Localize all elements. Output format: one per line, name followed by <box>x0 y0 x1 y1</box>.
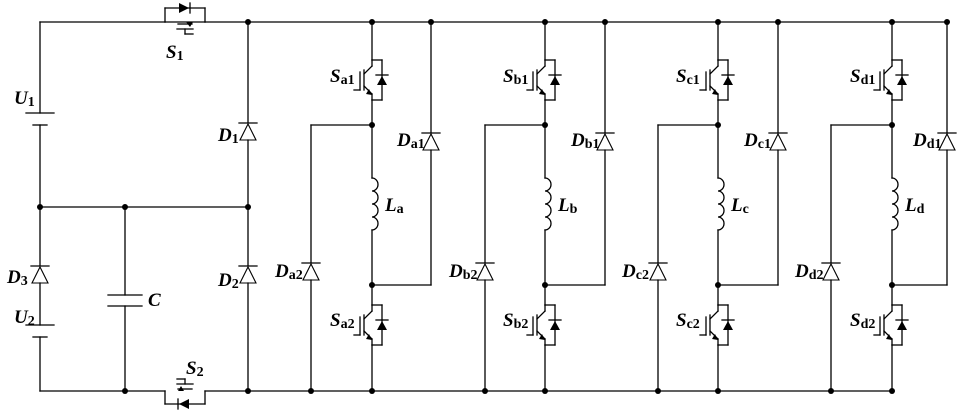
diode-da2 <box>302 263 320 280</box>
node-dot <box>828 388 834 394</box>
label-la: La <box>384 195 404 217</box>
node-dot <box>655 388 661 394</box>
label-s2: S2 <box>186 358 204 380</box>
label-ld: Ld <box>904 195 925 217</box>
node-dot <box>542 388 548 394</box>
inductor-lc <box>718 178 724 230</box>
node-dot <box>602 19 608 25</box>
label-sc1: Sc1 <box>676 66 700 88</box>
diode-d2 <box>239 266 257 283</box>
label-db1: Db1 <box>570 130 600 152</box>
node-dot <box>428 19 434 25</box>
label-u2: U2 <box>14 307 35 329</box>
node-dot <box>775 19 781 25</box>
label-d2: D2 <box>217 270 239 292</box>
label-dd2: Dd2 <box>794 261 824 283</box>
label-da1: Da1 <box>396 130 425 152</box>
switch-sd2 <box>874 305 908 345</box>
label-dd1: Dd1 <box>912 130 942 152</box>
node-dot <box>369 388 375 394</box>
inductor-lb <box>545 178 551 230</box>
label-sc2: Sc2 <box>676 310 700 332</box>
label-sb1: Sb1 <box>503 66 528 88</box>
label-sa1: Sa1 <box>330 66 355 88</box>
label-lc: Lc <box>730 195 749 217</box>
switch-s2 <box>165 379 205 409</box>
capacitor-c <box>108 207 142 391</box>
label-s1: S1 <box>166 42 184 64</box>
label-dc1: Dc1 <box>743 130 771 152</box>
node-dot <box>308 388 314 394</box>
battery-u1 <box>26 113 54 125</box>
inductor-la <box>372 178 378 230</box>
diode-dd2 <box>822 263 840 280</box>
node-dot <box>482 388 488 394</box>
label-sa2: Sa2 <box>330 310 355 332</box>
switch-sb2 <box>527 305 561 345</box>
node-dot <box>122 388 128 394</box>
diode-db2 <box>476 263 494 280</box>
phase-leg-b: Sb1Sb2 Db1Db2 Lb <box>448 19 614 394</box>
source-labels: U1 U2 D3 C D1 D2 S1 S2 <box>6 42 239 380</box>
source-section <box>26 3 947 409</box>
node-dot <box>889 388 895 394</box>
label-sd2: Sd2 <box>850 310 875 332</box>
label-sd1: Sd1 <box>850 66 875 88</box>
switch-sb1 <box>527 60 561 100</box>
label-u1: U1 <box>14 88 35 110</box>
switch-sa2 <box>354 305 388 345</box>
diode-dc2 <box>649 263 667 280</box>
phase-legs: Sa1Sa2 Da1Da2 La Sb1Sb2 Db1Db2 Lb Sc1Sc2 Dc1Dc2… <box>274 19 956 394</box>
phase-leg-d: Sd1Sd2 Dd1Dd2 Ld <box>794 19 956 394</box>
label-sb2: Sb2 <box>503 310 528 332</box>
switch-sd1 <box>874 60 908 100</box>
phase-leg-a: Sa1Sa2 Da1Da2 La <box>274 19 440 394</box>
node-dot <box>37 204 43 210</box>
label-da2: Da2 <box>274 261 303 283</box>
node-dot <box>944 19 950 25</box>
label-lb: Lb <box>557 195 578 217</box>
switch-s1 <box>165 3 205 34</box>
inductor-ld <box>892 178 898 230</box>
switch-sc1 <box>700 60 734 100</box>
node-dot <box>715 388 721 394</box>
phase-leg-c: Sc1Sc2 Dc1Dc2 Lc <box>621 19 787 394</box>
switch-sa1 <box>354 60 388 100</box>
label-d1: D1 <box>217 125 239 147</box>
diode-d3 <box>31 266 49 283</box>
label-d3: D3 <box>6 267 28 289</box>
label-dc2: Dc2 <box>621 261 649 283</box>
switch-sc2 <box>700 305 734 345</box>
label-db2: Db2 <box>448 261 478 283</box>
diode-dc1 <box>769 133 787 150</box>
diode-d1 <box>239 123 257 140</box>
label-c: C <box>148 290 161 311</box>
